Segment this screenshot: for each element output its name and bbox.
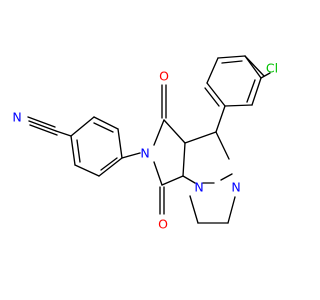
bond-nitrile-to-phenyl <box>55 130 72 137</box>
bond-nitrile-triple-2 <box>28 120 57 132</box>
bond-right-ring-3-double <box>221 60 243 64</box>
chlorine-label: Cl <box>266 61 278 76</box>
bond-cl-link <box>260 72 271 79</box>
bond-nitrile-triple-1 <box>27 116 56 128</box>
bond-central-ring-4 <box>182 175 196 184</box>
bond-right-ring-1 <box>206 82 226 107</box>
bond-right-ring-6 <box>224 104 253 107</box>
bond-left-ring-5 <box>93 116 119 130</box>
bond-central-ring-1 <box>184 131 217 144</box>
bonds <box>27 55 271 224</box>
bond-left-ring-2 <box>74 164 100 177</box>
bond-left-ring-1-double <box>76 139 81 163</box>
bond-left-ring-3 <box>98 157 123 177</box>
lower-oxygen-label: O <box>158 217 168 232</box>
bond-pyrazolidine-3 <box>227 196 236 224</box>
imide-nitrogen-label: N <box>140 146 149 161</box>
bond-left-ring-3-double <box>100 157 118 171</box>
bond-right-ring-5-double <box>246 79 256 103</box>
bond-right-ring-3 <box>217 55 246 59</box>
bond-right-ring-5 <box>251 77 262 106</box>
bond-right-ring-1-double <box>204 87 220 107</box>
bond-central-to-chlorophenyl <box>215 105 226 133</box>
bond-central-ring-2 <box>215 131 230 160</box>
pyrazolidine-nitrogen-label-1: N <box>194 180 203 195</box>
bond-upper-carbonyl-to-ring <box>163 119 186 144</box>
bond-imide-ring-fusion <box>182 142 186 177</box>
bond-phenyl-to-imide-n <box>121 152 141 159</box>
bond-pyrazolidine-1 <box>189 195 199 224</box>
bond-left-ring-5-double <box>93 122 114 133</box>
bond-lower-carbonyl-to-ring <box>161 175 184 186</box>
bond-imide-n-to-lower-carbonyl <box>153 161 163 186</box>
bond-central-ring-3 <box>220 173 233 181</box>
atom-labels: N Cl O O N N N <box>12 61 278 232</box>
pyrazolidine-nitrogen-label-2: N <box>231 180 240 195</box>
bond-right-ring-2 <box>206 57 219 84</box>
bond-left-ring-1 <box>70 135 76 166</box>
bond-right-ring-to-cl <box>244 55 265 77</box>
bond-nitrile-triple-3 <box>29 124 58 136</box>
upper-oxygen-label: O <box>159 69 169 84</box>
bond-left-ring-6 <box>70 116 95 137</box>
bond-left-ring-4 <box>117 128 123 159</box>
nitrile-nitrogen-label: N <box>12 110 21 125</box>
chemical-structure-diagram: N Cl O O N N N <box>12 55 278 232</box>
bond-imide-n-to-upper-carbonyl <box>153 119 165 146</box>
